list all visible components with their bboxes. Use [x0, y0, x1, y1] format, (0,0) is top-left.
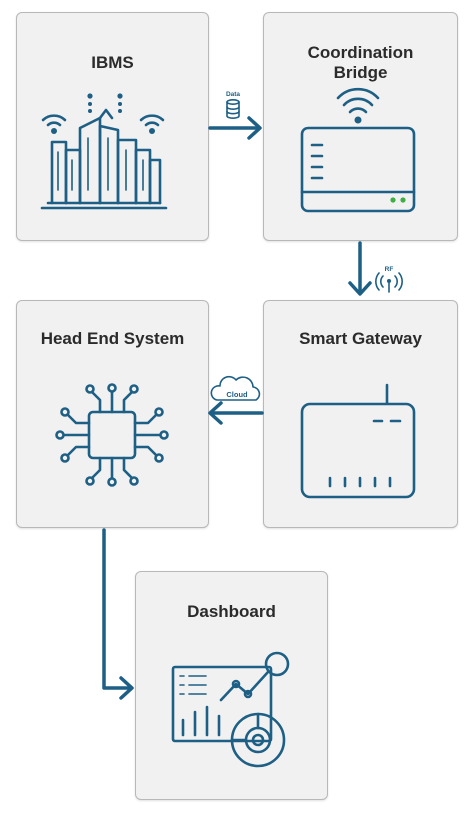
rf-antenna-icon — [375, 272, 403, 293]
node-bridge-label: Coordination Bridge — [264, 43, 457, 83]
database-icon — [226, 99, 240, 119]
connector-headend-to-dashboard — [102, 528, 134, 700]
node-ibms-label: IBMS — [91, 53, 134, 72]
cloud-icon — [210, 375, 261, 401]
microchip-icon — [55, 383, 169, 487]
connector-ibms-to-bridge: Data — [208, 91, 262, 140]
wifi-router-icon — [300, 87, 416, 213]
smart-city-buildings-icon — [40, 93, 168, 210]
connector-bridge-to-gateway: RF — [348, 241, 403, 296]
node-coordination-bridge: Coordination Bridge — [263, 12, 458, 241]
gateway-box-icon — [300, 383, 416, 499]
node-dashboard: Dashboard — [135, 571, 328, 800]
node-gateway-label: Smart Gateway — [299, 329, 422, 348]
node-dashboard-label: Dashboard — [187, 602, 276, 621]
node-head-end-system: Head End System — [16, 300, 209, 528]
connector-gateway-to-headend: Cloud — [208, 375, 264, 425]
node-bridge-label-line1: Coordination — [307, 43, 414, 62]
connector-cloud-label: Cloud — [226, 390, 248, 399]
analytics-dashboard-icon — [171, 651, 290, 768]
node-bridge-label-line2: Bridge — [333, 63, 388, 82]
connector-data-label: Data — [226, 91, 240, 98]
connector-rf-label: RF — [385, 266, 394, 273]
node-smart-gateway: Smart Gateway — [263, 300, 458, 528]
node-headend-label: Head End System — [40, 329, 185, 348]
